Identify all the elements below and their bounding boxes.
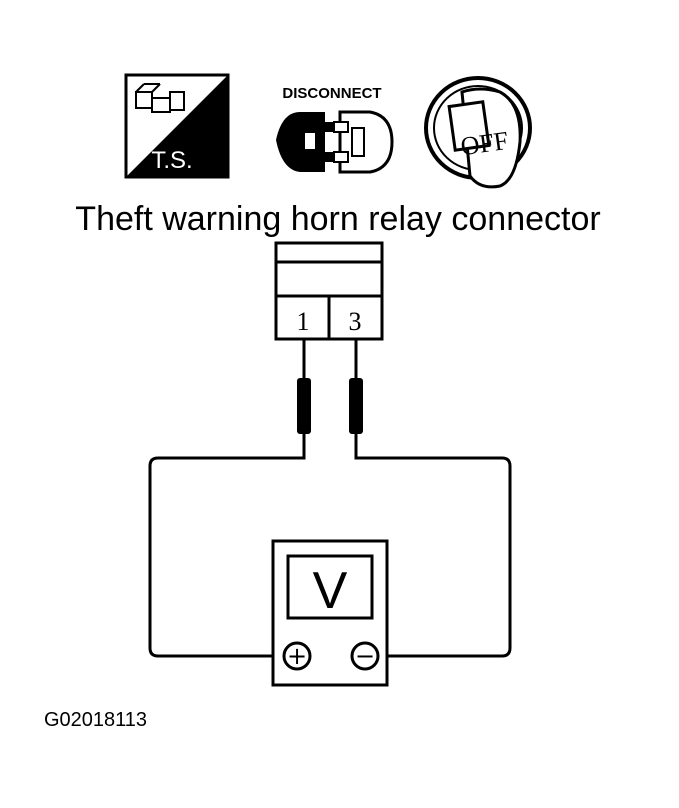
negative-terminal-icon bbox=[350, 641, 380, 671]
ignition-switch-off-icon: OFF bbox=[424, 76, 532, 189]
voltmeter: V + − bbox=[271, 539, 389, 687]
probe-right bbox=[349, 340, 363, 452]
connector: 1 3 bbox=[274, 241, 384, 341]
page-title: Theft warning horn relay connector bbox=[75, 200, 600, 238]
figure-id: G02018113 bbox=[44, 709, 147, 731]
positive-terminal-icon bbox=[282, 641, 312, 671]
probe-left bbox=[297, 340, 311, 452]
wire-negative bbox=[354, 452, 512, 658]
ignition-off-label: OFF bbox=[459, 126, 510, 161]
trouble-shooting-icon: T.S. bbox=[124, 73, 230, 179]
voltmeter-display: V bbox=[313, 562, 348, 620]
terminal-1-label: 1 bbox=[297, 307, 310, 336]
wire-positive bbox=[148, 452, 306, 658]
disconnect-connector-icon: DISCONNECT bbox=[276, 85, 394, 174]
ts-icon-label: T.S. bbox=[151, 147, 192, 174]
terminal-3-label: 3 bbox=[349, 307, 362, 336]
disconnect-icon-label: DISCONNECT bbox=[282, 85, 381, 102]
negative-symbol: − bbox=[355, 642, 375, 670]
positive-symbol: + bbox=[287, 642, 307, 670]
